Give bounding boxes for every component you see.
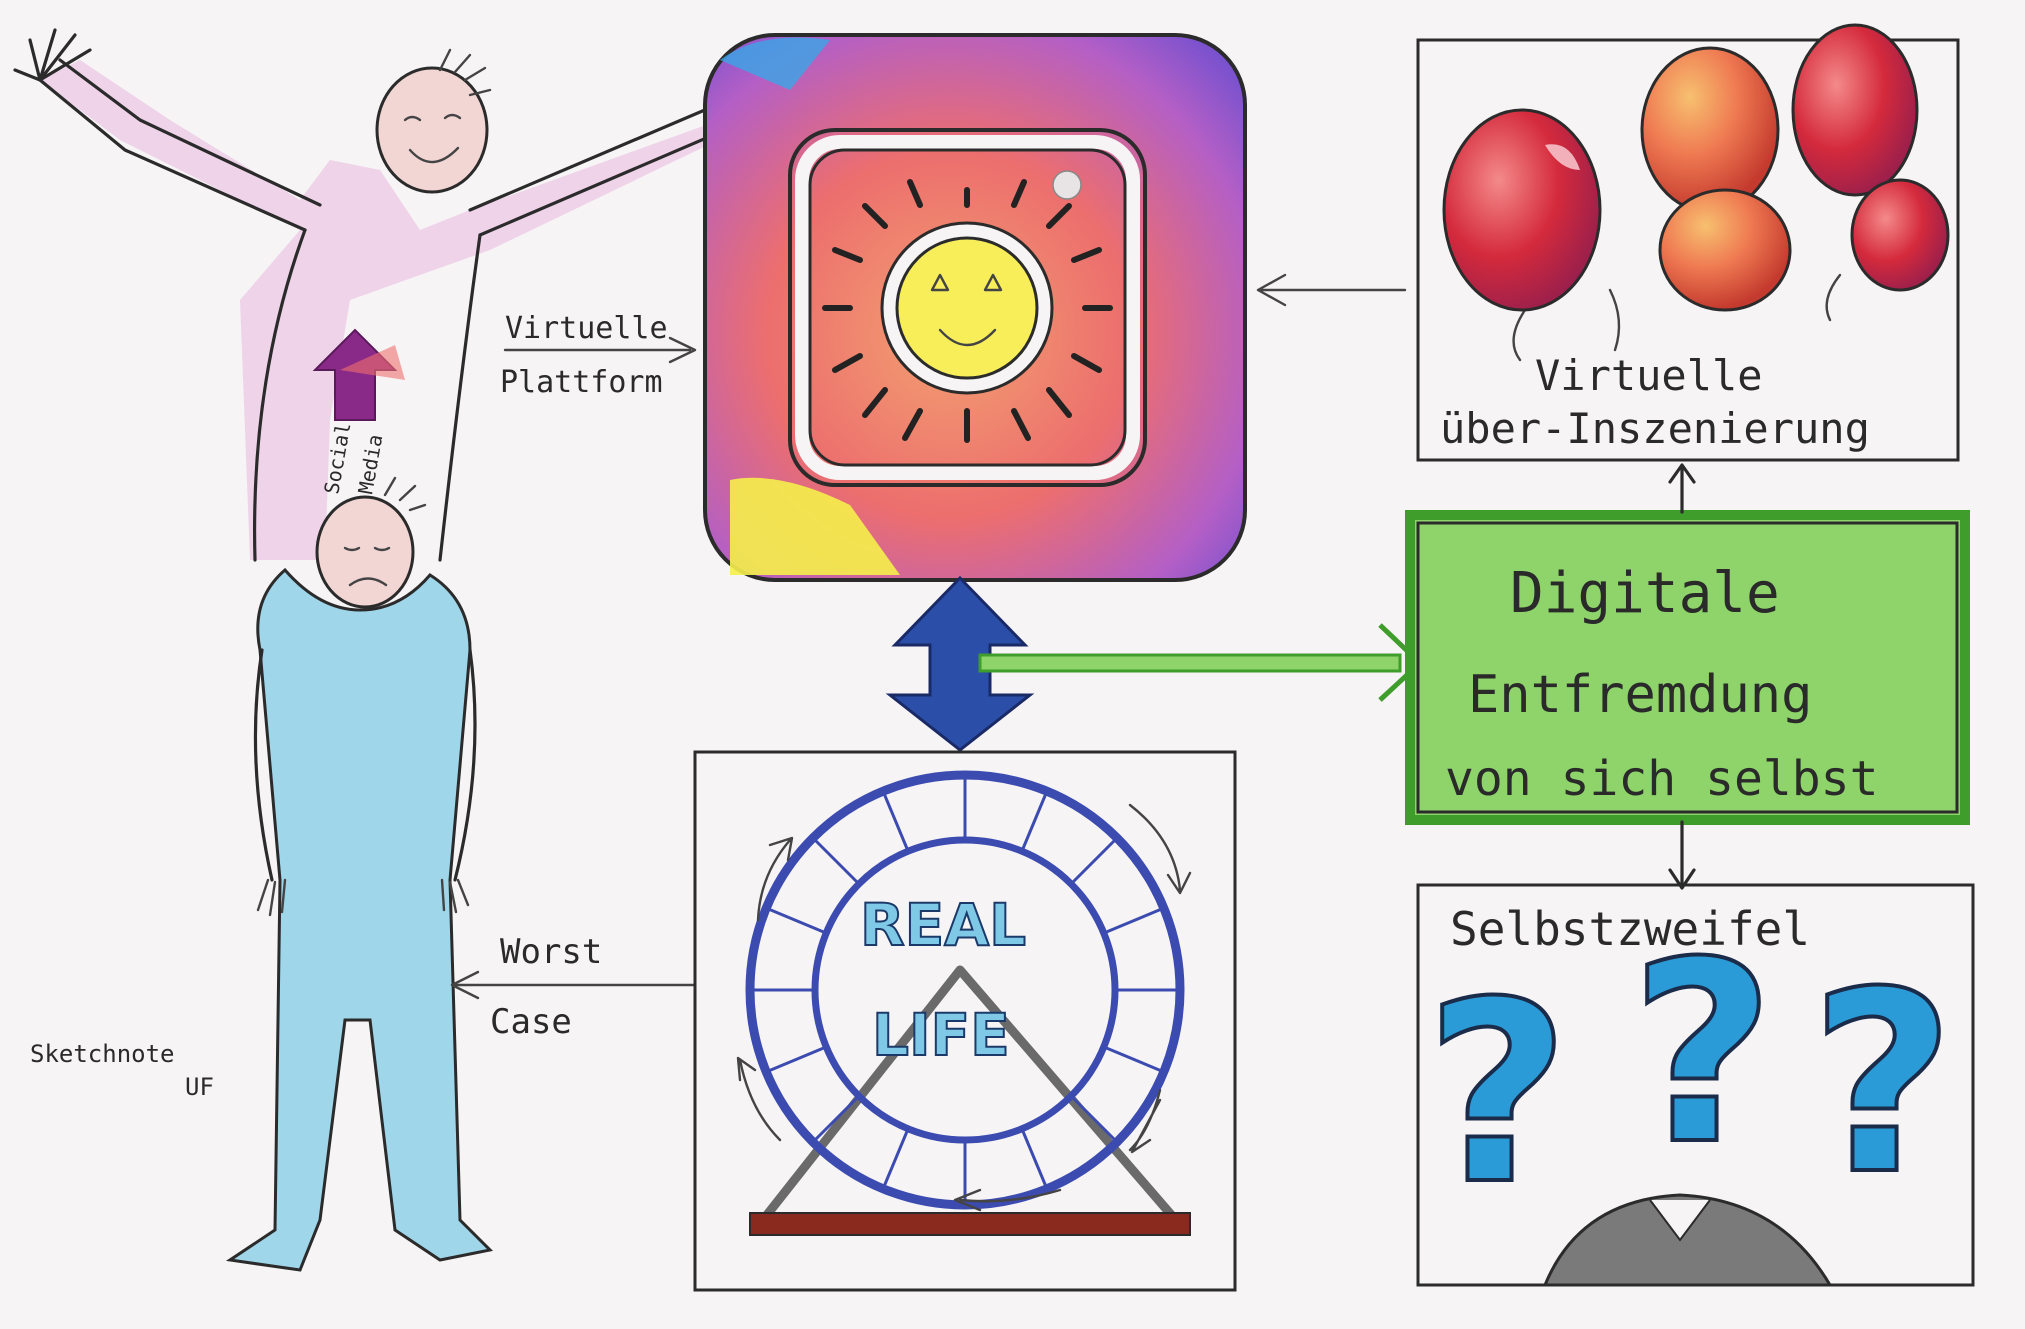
question-marks-illustration: ? ? ? [1423,906,1957,1287]
arrow-to-alienation [978,623,1423,702]
real-life-label-line2: LIFE [872,1001,1010,1069]
arrow-alienation-to-doubt [1668,820,1696,890]
double-arrow-platform-reallife [885,575,1035,752]
real-life-box [693,750,1237,1292]
self-doubt-label: Selbstzweifel [1450,902,1810,956]
alienation-label-line3: von sich selbst [1445,751,1878,807]
virtual-platform-label-line1: Virtuelle [505,311,668,346]
virtual-platform-label-line2: Plattform [500,365,663,400]
sketchnote-credit-line2: UF [185,1073,214,1101]
arrow-staging-to-platform [1256,273,1407,307]
real-life-label-line1: REAL [860,891,1026,959]
arrow-alienation-to-staging [1668,463,1696,514]
worst-case-label-line1: Worst [500,932,602,972]
alienation-label-line1: Digitale [1510,561,1780,626]
balloons-illustration [1442,23,1950,362]
over-staging-label-line2: über-Inszenierung [1440,404,1870,453]
arrow-to-platform [503,336,697,364]
sad-person-illustration [225,476,494,1272]
happy-person-illustration [13,28,797,562]
question-mark-middle: ? [1630,908,1775,1199]
alienation-label-line2: Entfremdung [1468,665,1812,725]
sketchnote-credit-line1: Sketchnote [30,1040,175,1068]
arrow-worst-case [450,970,697,1000]
worst-case-label-line2: Case [490,1002,572,1042]
question-mark-right: ? [1810,938,1955,1229]
question-mark-left: ? [1425,948,1570,1239]
social-app-icon [703,33,1247,582]
over-staging-box [1416,38,1960,462]
social-media-label-line2: Media [353,432,387,495]
over-staging-label-line1: Virtuelle [1535,351,1763,400]
alienation-box [1405,510,1970,825]
hamster-wheel-illustration [736,770,1192,1236]
